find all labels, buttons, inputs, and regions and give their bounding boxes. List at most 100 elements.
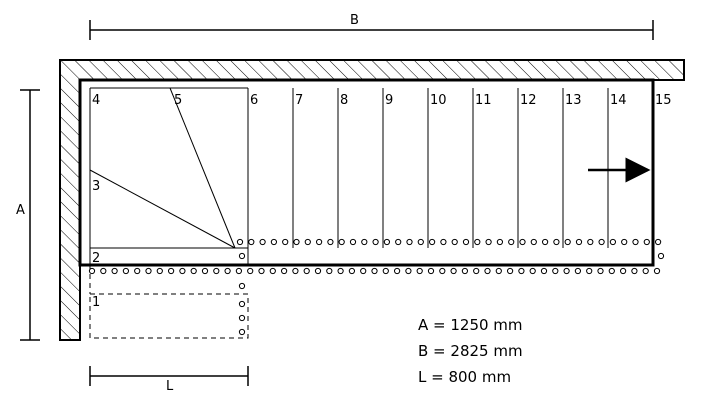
baluster-dot	[621, 238, 628, 246]
baluster-dots	[88, 238, 665, 336]
baluster-dot	[518, 267, 525, 275]
baluster-dot	[361, 238, 368, 246]
baluster-dot	[563, 267, 570, 275]
baluster-dot	[417, 238, 424, 246]
legend-dimension-l: L = 800 mm	[418, 368, 511, 386]
baluster-dot	[643, 238, 650, 246]
baluster-dot	[238, 314, 246, 322]
baluster-dot	[508, 238, 515, 246]
baluster-dot	[574, 267, 582, 275]
baluster-dot	[542, 238, 549, 246]
step-number: 15	[655, 93, 672, 108]
baluster-dot	[327, 238, 334, 246]
baluster-dot	[632, 238, 639, 246]
baluster-dot	[303, 267, 310, 275]
step-number: 5	[174, 93, 182, 108]
baluster-dot	[530, 238, 537, 246]
baluster-dot	[540, 267, 548, 275]
baluster-dot	[269, 267, 276, 275]
baluster-dot	[484, 267, 491, 275]
legend-dimension-a: A = 1250 mm	[418, 316, 523, 334]
baluster-dot	[655, 238, 662, 246]
baluster-dot	[653, 267, 661, 275]
baluster-dot	[519, 238, 526, 246]
baluster-dot	[608, 267, 615, 275]
step-number: 6	[250, 93, 258, 108]
baluster-dot	[451, 238, 458, 246]
step-number: 13	[565, 93, 582, 108]
baluster-dot	[236, 238, 244, 246]
baluster-dot	[429, 238, 436, 246]
baluster-dot	[190, 267, 197, 275]
baluster-dot	[282, 238, 289, 246]
baluster-dot	[248, 238, 255, 246]
baluster-dot	[134, 267, 141, 275]
wall-top-hatched	[60, 60, 684, 80]
legend-dimension-b: B = 2825 mm	[418, 342, 523, 360]
baluster-dot	[122, 267, 130, 275]
step-number: 11	[475, 93, 492, 108]
baluster-dot	[383, 238, 390, 246]
wall-left-hatched	[60, 60, 80, 340]
baluster-dot	[439, 267, 446, 275]
baluster-dot	[620, 267, 627, 275]
baluster-dot	[553, 238, 560, 246]
dimension-l-label: L	[166, 379, 174, 394]
baluster-dot	[642, 267, 649, 275]
baluster-dot	[552, 267, 559, 275]
baluster-dot	[213, 267, 220, 275]
baluster-dot	[440, 238, 447, 246]
baluster-dot	[258, 267, 265, 275]
baluster-dot	[247, 267, 254, 275]
baluster-dot	[111, 267, 118, 275]
baluster-dot	[238, 300, 246, 308]
baluster-dot	[179, 267, 186, 275]
winder-diagonal-5	[169, 87, 236, 249]
baluster-dot	[371, 267, 378, 275]
baluster-dot	[427, 267, 435, 275]
baluster-dot	[281, 267, 288, 275]
baluster-dot	[657, 252, 665, 260]
baluster-dot	[156, 267, 163, 275]
step-number: 3	[92, 179, 100, 194]
baluster-dot	[316, 238, 323, 246]
baluster-dot	[485, 238, 492, 246]
baluster-dot	[507, 267, 514, 275]
step-number: 10	[430, 93, 447, 108]
baluster-dot	[304, 238, 311, 246]
step-number: 4	[92, 93, 100, 108]
baluster-dot	[259, 238, 266, 246]
baluster-dot	[462, 238, 470, 246]
baluster-dot	[586, 267, 593, 275]
baluster-dot	[360, 267, 367, 275]
baluster-dot	[201, 267, 209, 275]
baluster-dot	[394, 267, 401, 275]
baluster-dot	[224, 267, 231, 275]
baluster-dot	[168, 267, 175, 275]
baluster-dot	[238, 282, 246, 290]
step-number: 8	[340, 93, 348, 108]
winder-diagonal-3	[89, 169, 236, 249]
baluster-dot	[338, 238, 345, 246]
baluster-dot	[238, 328, 246, 336]
baluster-dot	[293, 238, 300, 246]
baluster-dot	[326, 267, 333, 275]
baluster-dot	[349, 238, 357, 246]
baluster-dot	[372, 238, 379, 246]
wall-outline	[59, 59, 685, 341]
baluster-dot	[495, 267, 502, 275]
baluster-dot	[270, 238, 277, 246]
baluster-dot	[395, 238, 402, 246]
baluster-dot	[461, 267, 468, 275]
baluster-dot	[406, 238, 413, 246]
baluster-dot	[631, 267, 638, 275]
dashed-first-step	[89, 293, 249, 339]
baluster-dot	[337, 267, 344, 275]
baluster-dot	[597, 267, 604, 275]
baluster-dot	[587, 238, 594, 246]
baluster-dot	[235, 267, 242, 275]
baluster-dot	[609, 238, 617, 246]
baluster-dot	[314, 267, 322, 275]
baluster-dot	[450, 267, 457, 275]
baluster-dot	[238, 252, 246, 260]
